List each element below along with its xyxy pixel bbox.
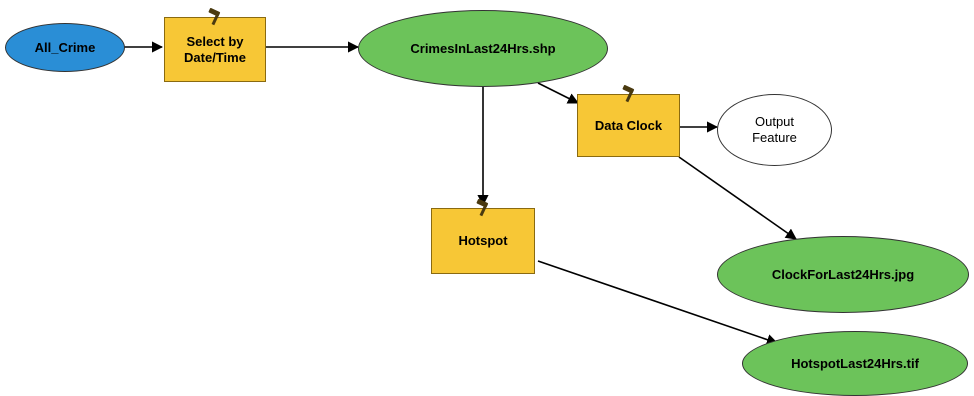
data-clock-last24-node[interactable]: ClockForLast24Hrs.jpg xyxy=(717,236,969,313)
tool-select-by-datetime-node[interactable]: Select by Date/Time xyxy=(164,8,266,82)
data-hotspot-last24-node[interactable]: HotspotLast24Hrs.tif xyxy=(742,331,968,396)
edge-dataclock-to-clock xyxy=(678,156,797,240)
hammer-icon xyxy=(476,199,489,217)
node-label: Select by Date/Time xyxy=(184,33,246,65)
edge-crimes-to-dataclock xyxy=(537,82,580,104)
node-label: ClockForLast24Hrs.jpg xyxy=(771,266,915,282)
node-label: HotspotLast24Hrs.tif xyxy=(791,355,919,371)
hammer-icon xyxy=(622,85,634,103)
data-crimes-last24-node[interactable]: CrimesInLast24Hrs.shp xyxy=(358,10,608,87)
tool-hotspot-node[interactable]: Hotspot xyxy=(431,199,535,274)
edge-hotspot-to-hotspotfile xyxy=(537,260,779,346)
node-label: Hotspot xyxy=(458,233,508,248)
input-all-crime-node[interactable]: All_Crime xyxy=(5,23,125,72)
node-label: Data Clock xyxy=(594,117,663,133)
hammer-icon xyxy=(208,8,221,26)
tool-data-clock-node[interactable]: Data Clock xyxy=(577,85,680,157)
output-feature-node[interactable]: Output Feature xyxy=(717,94,832,166)
node-label: CrimesInLast24Hrs.shp xyxy=(410,40,556,56)
node-label: All_Crime xyxy=(34,39,96,55)
node-label: Output Feature xyxy=(752,114,797,145)
